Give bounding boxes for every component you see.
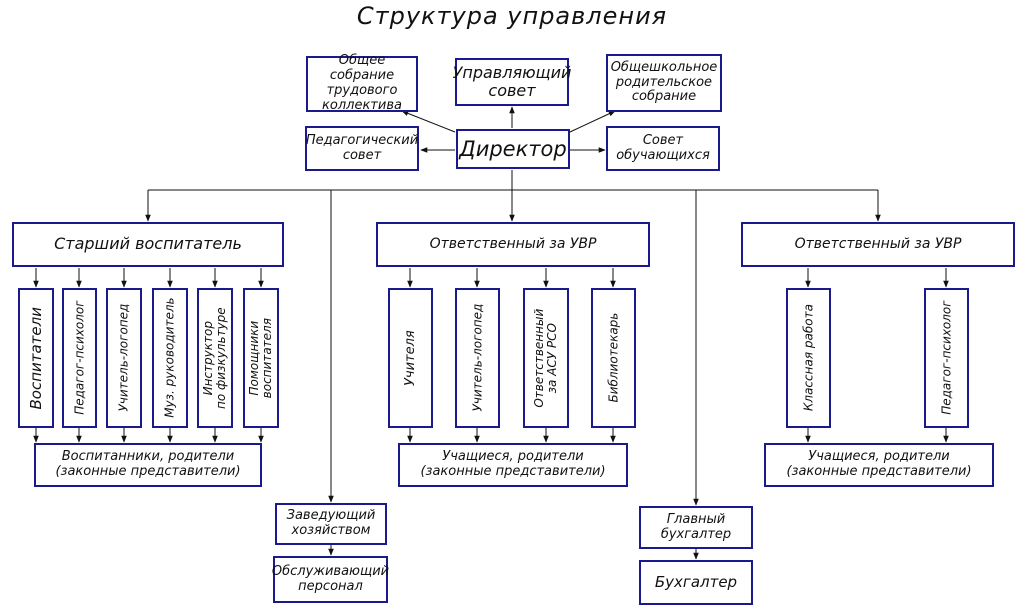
ped-council-label: Педагогический совет (305, 132, 419, 163)
general-meeting-label: Общее собрание трудового коллектива (322, 53, 402, 113)
service-staff-label: Обслуживающий персонал (271, 563, 390, 594)
staff-psychologist-box-2: Педагог-психолог (924, 288, 969, 428)
staff-psychologist-box-1: Педагог-психолог (62, 288, 97, 428)
governing-council-box: Управляющий совет (452, 58, 572, 106)
ped-council-box: Педагогический совет (305, 126, 419, 171)
senior-educator-label: Старший воспитатель (54, 234, 242, 254)
staff-class-work-box: Классная работа (786, 288, 831, 428)
senior-educator-box: Старший воспитатель (12, 222, 284, 267)
staff-assistants-box: Помощники воспитателя (243, 288, 279, 428)
staff-librarian-box: Библиотекарь (591, 288, 636, 428)
staff-speech-therapist-label-2: Учитель-логопед (469, 304, 484, 412)
general-meeting-box: Общее собрание трудового коллектива (306, 53, 418, 113)
uvr-head-label-1: Ответственный за УВР (429, 236, 597, 253)
pupils-parents-box-2: Учащиеся, родители (законные представите… (398, 443, 628, 487)
staff-teachers-label: Учителя (402, 330, 418, 386)
student-council-label: Совет обучающихся (616, 132, 710, 163)
staff-asu-rso-label: Ответственный за АСУ РСО (531, 308, 559, 408)
household-head-label: Заведующий хозяйством (286, 508, 376, 538)
pupils-parents-box-1: Воспитанники, родители (законные предста… (34, 443, 262, 487)
staff-psychologist-label-1: Педагог-психолог (71, 300, 86, 416)
staff-educators-box: Воспитатели (18, 288, 54, 428)
parents-meeting-label: Общешкольное родительское собрание (610, 59, 718, 105)
uvr-head-box-1: Ответственный за УВР (376, 222, 650, 267)
staff-teachers-box: Учителя (388, 288, 433, 428)
student-council-box: Совет обучающихся (606, 126, 720, 171)
director-box: Директор (456, 129, 570, 169)
service-staff-box: Обслуживающий персонал (271, 556, 390, 603)
staff-speech-therapist-box-2: Учитель-логопед (455, 288, 500, 428)
governing-council-label: Управляющий совет (452, 62, 572, 100)
diagram-title: Структура управления (356, 2, 668, 30)
uvr-head-box-2: Ответственный за УВР (741, 222, 1015, 267)
staff-psychologist-label-2: Педагог-психолог (938, 300, 953, 416)
staff-assistants-label: Помощники воспитателя (246, 317, 274, 399)
pupils-parents-label-2: Учащиеся, родители (законные представите… (420, 449, 606, 479)
accountant-label: Бухгалтер (654, 572, 738, 591)
pupils-parents-label-3: Учащиеся, родители (законные представите… (786, 449, 972, 479)
staff-librarian-label: Библиотекарь (605, 313, 620, 403)
staff-pe-instructor-label: Инструктор по физкультуре (200, 307, 228, 409)
staff-music-director-label: Муз. руководитель (162, 297, 177, 419)
household-head-box: Заведующий хозяйством (275, 503, 387, 545)
chief-accountant-box: Главный бухгалтер (639, 506, 753, 549)
staff-asu-rso-box: Ответственный за АСУ РСО (523, 288, 569, 428)
chief-accountant-label: Главный бухгалтер (660, 511, 732, 542)
pupils-parents-box-3: Учащиеся, родители (законные представите… (764, 443, 994, 487)
staff-pe-instructor-box: Инструктор по физкультуре (197, 288, 233, 428)
staff-class-work-label: Классная работа (800, 304, 815, 412)
staff-educators-label: Воспитатели (26, 306, 45, 410)
staff-speech-therapist-label-1: Учитель-логопед (116, 304, 131, 412)
accountant-box: Бухгалтер (639, 560, 753, 605)
staff-music-director-box: Муз. руководитель (152, 288, 188, 428)
parents-meeting-box: Общешкольное родительское собрание (606, 54, 722, 112)
uvr-head-label-2: Ответственный за УВР (794, 236, 962, 253)
staff-speech-therapist-box-1: Учитель-логопед (106, 288, 142, 428)
director-label: Директор (459, 136, 567, 161)
pupils-parents-label-1: Воспитанники, родители (законные предста… (55, 449, 241, 479)
